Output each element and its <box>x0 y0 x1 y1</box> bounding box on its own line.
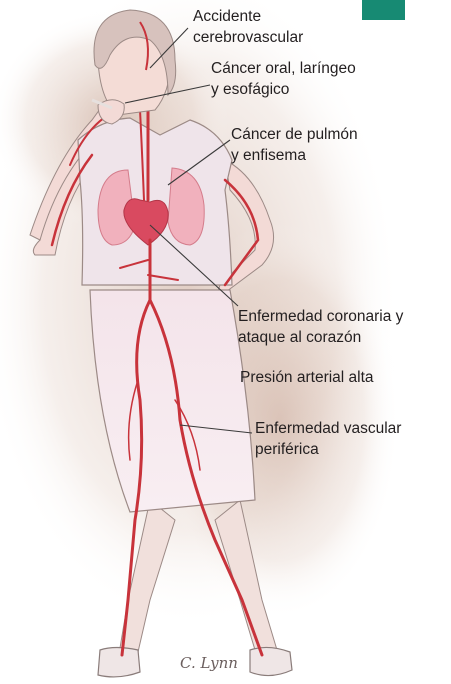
lung-cancer-label: Cáncer de pulmón y enfisema <box>231 124 358 166</box>
stroke-label: Accidente cerebrovascular <box>193 6 303 48</box>
heart-disease-label: Enfermedad coronaria y ataque al corazón <box>238 306 403 348</box>
artist-signature: C. Lynn <box>180 654 238 672</box>
hypertension-label: Presión arterial alta <box>240 367 374 388</box>
oral-cancer-label: Cáncer oral, laríngeo y esofágico <box>211 58 356 100</box>
vascular-disease-label: Enfermedad vascular periférica <box>255 418 401 460</box>
